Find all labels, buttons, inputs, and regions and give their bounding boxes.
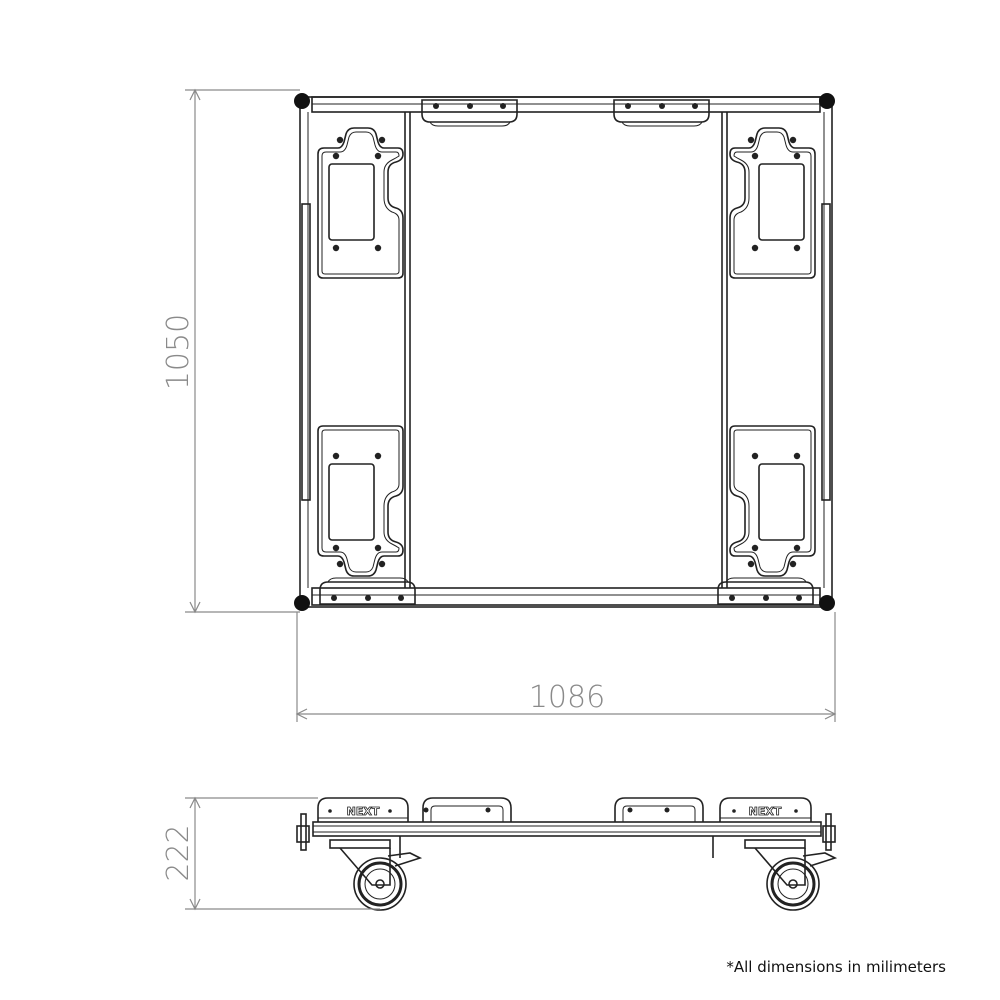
left-side-handle bbox=[301, 203, 311, 501]
caster-fork-left bbox=[339, 847, 391, 886]
top-view bbox=[294, 93, 835, 611]
wheel-right-icon bbox=[765, 856, 821, 912]
dimension-width: 1086 bbox=[295, 612, 837, 722]
corner-caster-icon bbox=[819, 595, 835, 611]
dimension-side-height: 222 bbox=[161, 796, 380, 911]
side-handle-left bbox=[422, 797, 512, 822]
top-handle-right bbox=[613, 99, 710, 127]
bottom-handle-right bbox=[717, 577, 814, 605]
corner-caster-icon bbox=[294, 595, 310, 611]
brake-left bbox=[387, 852, 423, 867]
plate-bottom-left bbox=[317, 425, 404, 577]
bottom-handle-left bbox=[319, 577, 416, 605]
footnote: *All dimensions in milimeters bbox=[726, 958, 946, 976]
height-label: 1050 bbox=[161, 314, 196, 390]
width-label: 1086 bbox=[529, 680, 605, 715]
corner-caster-icon bbox=[819, 93, 835, 109]
plate-bottom-right bbox=[729, 425, 816, 577]
logo-right: NEXT bbox=[749, 805, 782, 818]
side-height-label: 222 bbox=[161, 824, 196, 881]
brake-right bbox=[802, 852, 838, 867]
plate-top-left bbox=[317, 127, 404, 279]
side-handle-right bbox=[614, 797, 704, 822]
wheel-left-icon bbox=[352, 856, 408, 912]
frame-outline bbox=[299, 96, 833, 608]
logo-plate-right bbox=[719, 797, 812, 822]
logo-left: NEXT bbox=[347, 805, 380, 818]
side-bar bbox=[312, 821, 822, 837]
dimension-height: 1050 bbox=[161, 88, 300, 614]
bottom-bar bbox=[311, 587, 821, 606]
plate-top-right bbox=[729, 127, 816, 279]
top-handle-left bbox=[421, 99, 518, 127]
side-view: NEXT NEXT bbox=[296, 797, 838, 912]
right-side-handle bbox=[821, 203, 831, 501]
corner-caster-icon bbox=[294, 93, 310, 109]
logo-plate-left bbox=[317, 797, 409, 822]
